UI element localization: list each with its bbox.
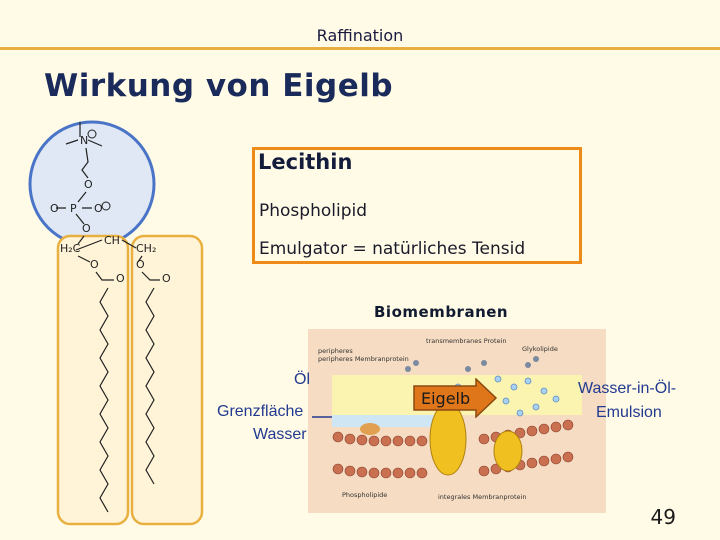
eigelb-arrow-label: Eigelb xyxy=(421,389,471,408)
label-emulsion-line2: Emulsion xyxy=(596,404,662,421)
tail-box-left xyxy=(56,234,130,526)
atom-n: N xyxy=(80,134,88,147)
lecithin-line-emulgator: Emulgator = natürliches Tensid xyxy=(259,239,526,259)
atom-o-7: O xyxy=(116,272,125,285)
atom-o-4: O xyxy=(82,222,91,235)
water-layer xyxy=(332,415,442,427)
atom-o-8: O xyxy=(162,272,171,285)
label-peripheral-protein: peripheres Membranprotein xyxy=(318,355,409,363)
section-header: Raffination xyxy=(316,26,404,45)
atom-h2c: H₂C xyxy=(60,242,81,255)
atom-o-6: O xyxy=(136,258,145,271)
atom-ch2: CH₂ xyxy=(136,242,156,255)
label-water: Wasser xyxy=(253,426,307,443)
lecithin-title: Lecithin xyxy=(258,150,353,174)
page-number: 49 xyxy=(650,505,676,529)
negative-charge-marker xyxy=(101,201,111,211)
label-peripheral-protein-1: peripheres xyxy=(318,347,353,355)
label-emulsion-line1: Wasser-in-Öl- xyxy=(578,380,677,397)
atom-p: P xyxy=(70,202,77,215)
label-interface: Grenzfläche xyxy=(217,403,304,420)
biomembrane-label: Biomembranen xyxy=(374,303,509,321)
biomembrane-illustration: peripheres peripheres Membranprotein tra… xyxy=(308,329,606,513)
label-transmembrane-protein: transmembranes Protein xyxy=(426,337,507,345)
label-integral-protein: integrales Membranprotein xyxy=(438,493,526,501)
peripheral-protein xyxy=(360,423,380,435)
atom-o-5: O xyxy=(90,258,99,271)
atom-o-1: O xyxy=(84,178,93,191)
label-phospholipid: Phospholipide xyxy=(342,491,387,499)
atom-ch: CH xyxy=(104,234,120,247)
lecithin-box xyxy=(252,147,582,264)
lecithin-molecule-illustration: N O O P O O H₂C CH CH₂ O O O O xyxy=(28,120,204,526)
atom-o-2: O xyxy=(50,202,59,215)
integral-protein-yellow-2 xyxy=(493,430,523,472)
positive-charge-marker xyxy=(87,129,97,139)
header-rule xyxy=(0,47,720,50)
slide-title: Wirkung von Eigelb xyxy=(44,68,394,104)
atom-o-3: O xyxy=(94,202,103,215)
label-glycolipid: Glykolipide xyxy=(522,345,558,353)
eigelb-arrow xyxy=(413,378,498,418)
label-oil: Öl xyxy=(294,371,310,388)
lecithin-line-phospholipid: Phospholipid xyxy=(259,201,368,221)
